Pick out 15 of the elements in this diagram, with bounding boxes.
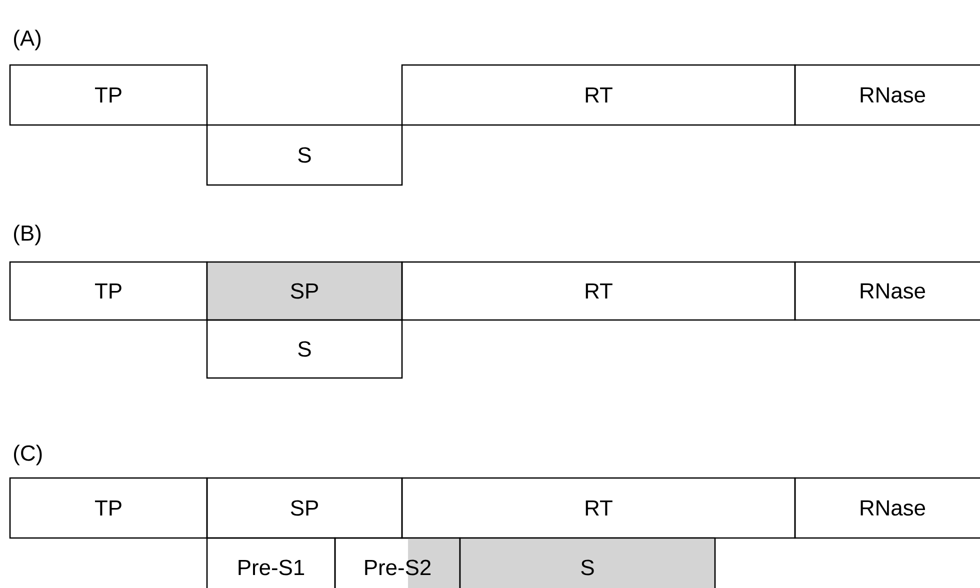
segment-box: Pre-S1 bbox=[206, 537, 336, 588]
segment-box: RT bbox=[401, 64, 796, 126]
segment-box: SP bbox=[206, 477, 403, 539]
segment-box: TP bbox=[9, 64, 208, 126]
segment-box: SP bbox=[206, 261, 403, 321]
segment-box: RNase bbox=[794, 64, 980, 126]
segment-box: TP bbox=[9, 477, 208, 539]
segment-box: RT bbox=[401, 477, 796, 539]
segment-box: Pre-S2 bbox=[334, 537, 461, 588]
segment-box: S bbox=[206, 124, 403, 186]
segment-box: S bbox=[206, 319, 403, 379]
segment-box: RNase bbox=[794, 477, 980, 539]
segment-box: TP bbox=[9, 261, 208, 321]
segment-box: RNase bbox=[794, 261, 980, 321]
segment-box: RT bbox=[401, 261, 796, 321]
